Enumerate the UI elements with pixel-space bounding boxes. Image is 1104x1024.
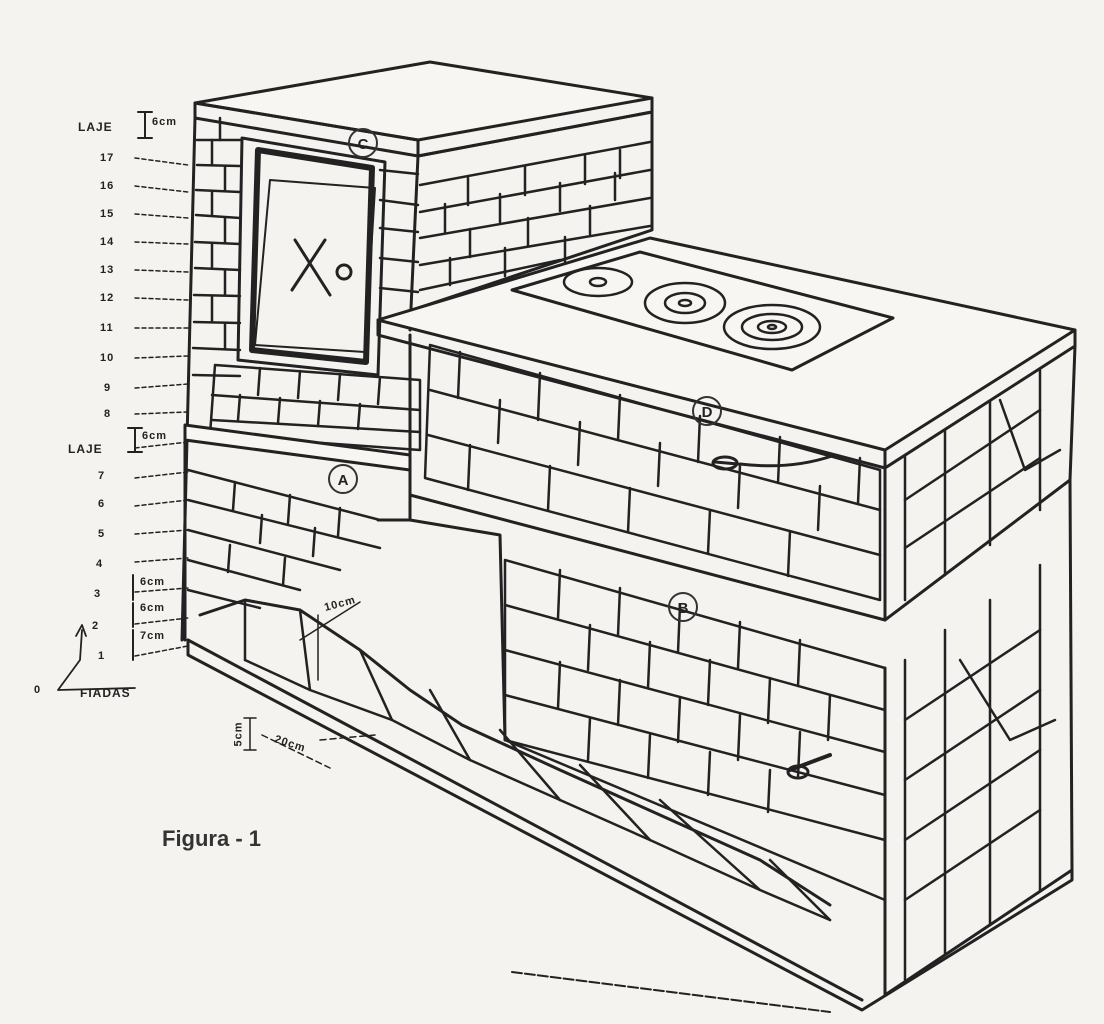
row-label-8: 8 — [104, 408, 112, 420]
row-label-7: 7 — [98, 470, 106, 482]
cooktop-surface — [376, 236, 1077, 452]
row-label-3: 3 — [94, 588, 102, 600]
row-label-16: 16 — [100, 180, 115, 192]
row-dim-2: 6cm — [140, 602, 166, 614]
row-label-15: 15 — [100, 208, 115, 220]
row-label-laje-mid: LAJE — [68, 442, 103, 456]
callout-b: B — [668, 592, 698, 622]
row-dim-laje-mid: 6cm — [142, 430, 168, 442]
row-label-14: 14 — [100, 236, 115, 248]
row-label-17: 17 — [100, 152, 115, 164]
burner-small-icon — [562, 266, 634, 298]
tower-left-bricks — [191, 116, 420, 378]
callout-c: C — [348, 128, 378, 158]
handle-b-icon — [786, 764, 810, 780]
row-label-1: 1 — [98, 650, 106, 662]
row-label-2: 2 — [92, 620, 100, 632]
hot-plate — [510, 250, 895, 372]
row-label-laje-top: LAJE — [78, 120, 113, 134]
handle-d-icon — [711, 455, 739, 471]
base-floor-bricks — [243, 598, 832, 922]
figure-title: Figura - 1 — [162, 826, 262, 851]
oven-door — [236, 136, 387, 377]
callout-d: D — [692, 396, 722, 426]
burner-medium-icon — [643, 281, 727, 325]
row-label-11: 11 — [100, 322, 114, 334]
row-label-10: 10 — [100, 352, 115, 364]
row-label-13: 13 — [100, 264, 115, 276]
row-label-6: 6 — [98, 498, 106, 510]
callout-a: A — [328, 464, 358, 494]
burner-large-icon — [722, 303, 822, 351]
cooktop-front-bricks — [423, 343, 882, 602]
row-dim-1: 7cm — [140, 630, 166, 642]
row-label-12: 12 — [100, 292, 115, 304]
door-knob-icon — [335, 263, 353, 281]
row-label-9: 9 — [104, 382, 112, 394]
row-dim-laje-top: 6cm — [152, 116, 178, 128]
row-dim-3: 6cm — [140, 576, 166, 588]
oven-base-bricks — [208, 363, 422, 452]
tower-right-bricks — [418, 140, 652, 292]
rows-axis-label: FIADAS — [80, 686, 131, 700]
dim-height: 5cm — [232, 721, 245, 747]
base-left-bricks — [186, 468, 382, 610]
row-label-5: 5 — [98, 528, 106, 540]
row-label-4: 4 — [96, 558, 104, 570]
axis-origin: 0 — [34, 684, 42, 696]
